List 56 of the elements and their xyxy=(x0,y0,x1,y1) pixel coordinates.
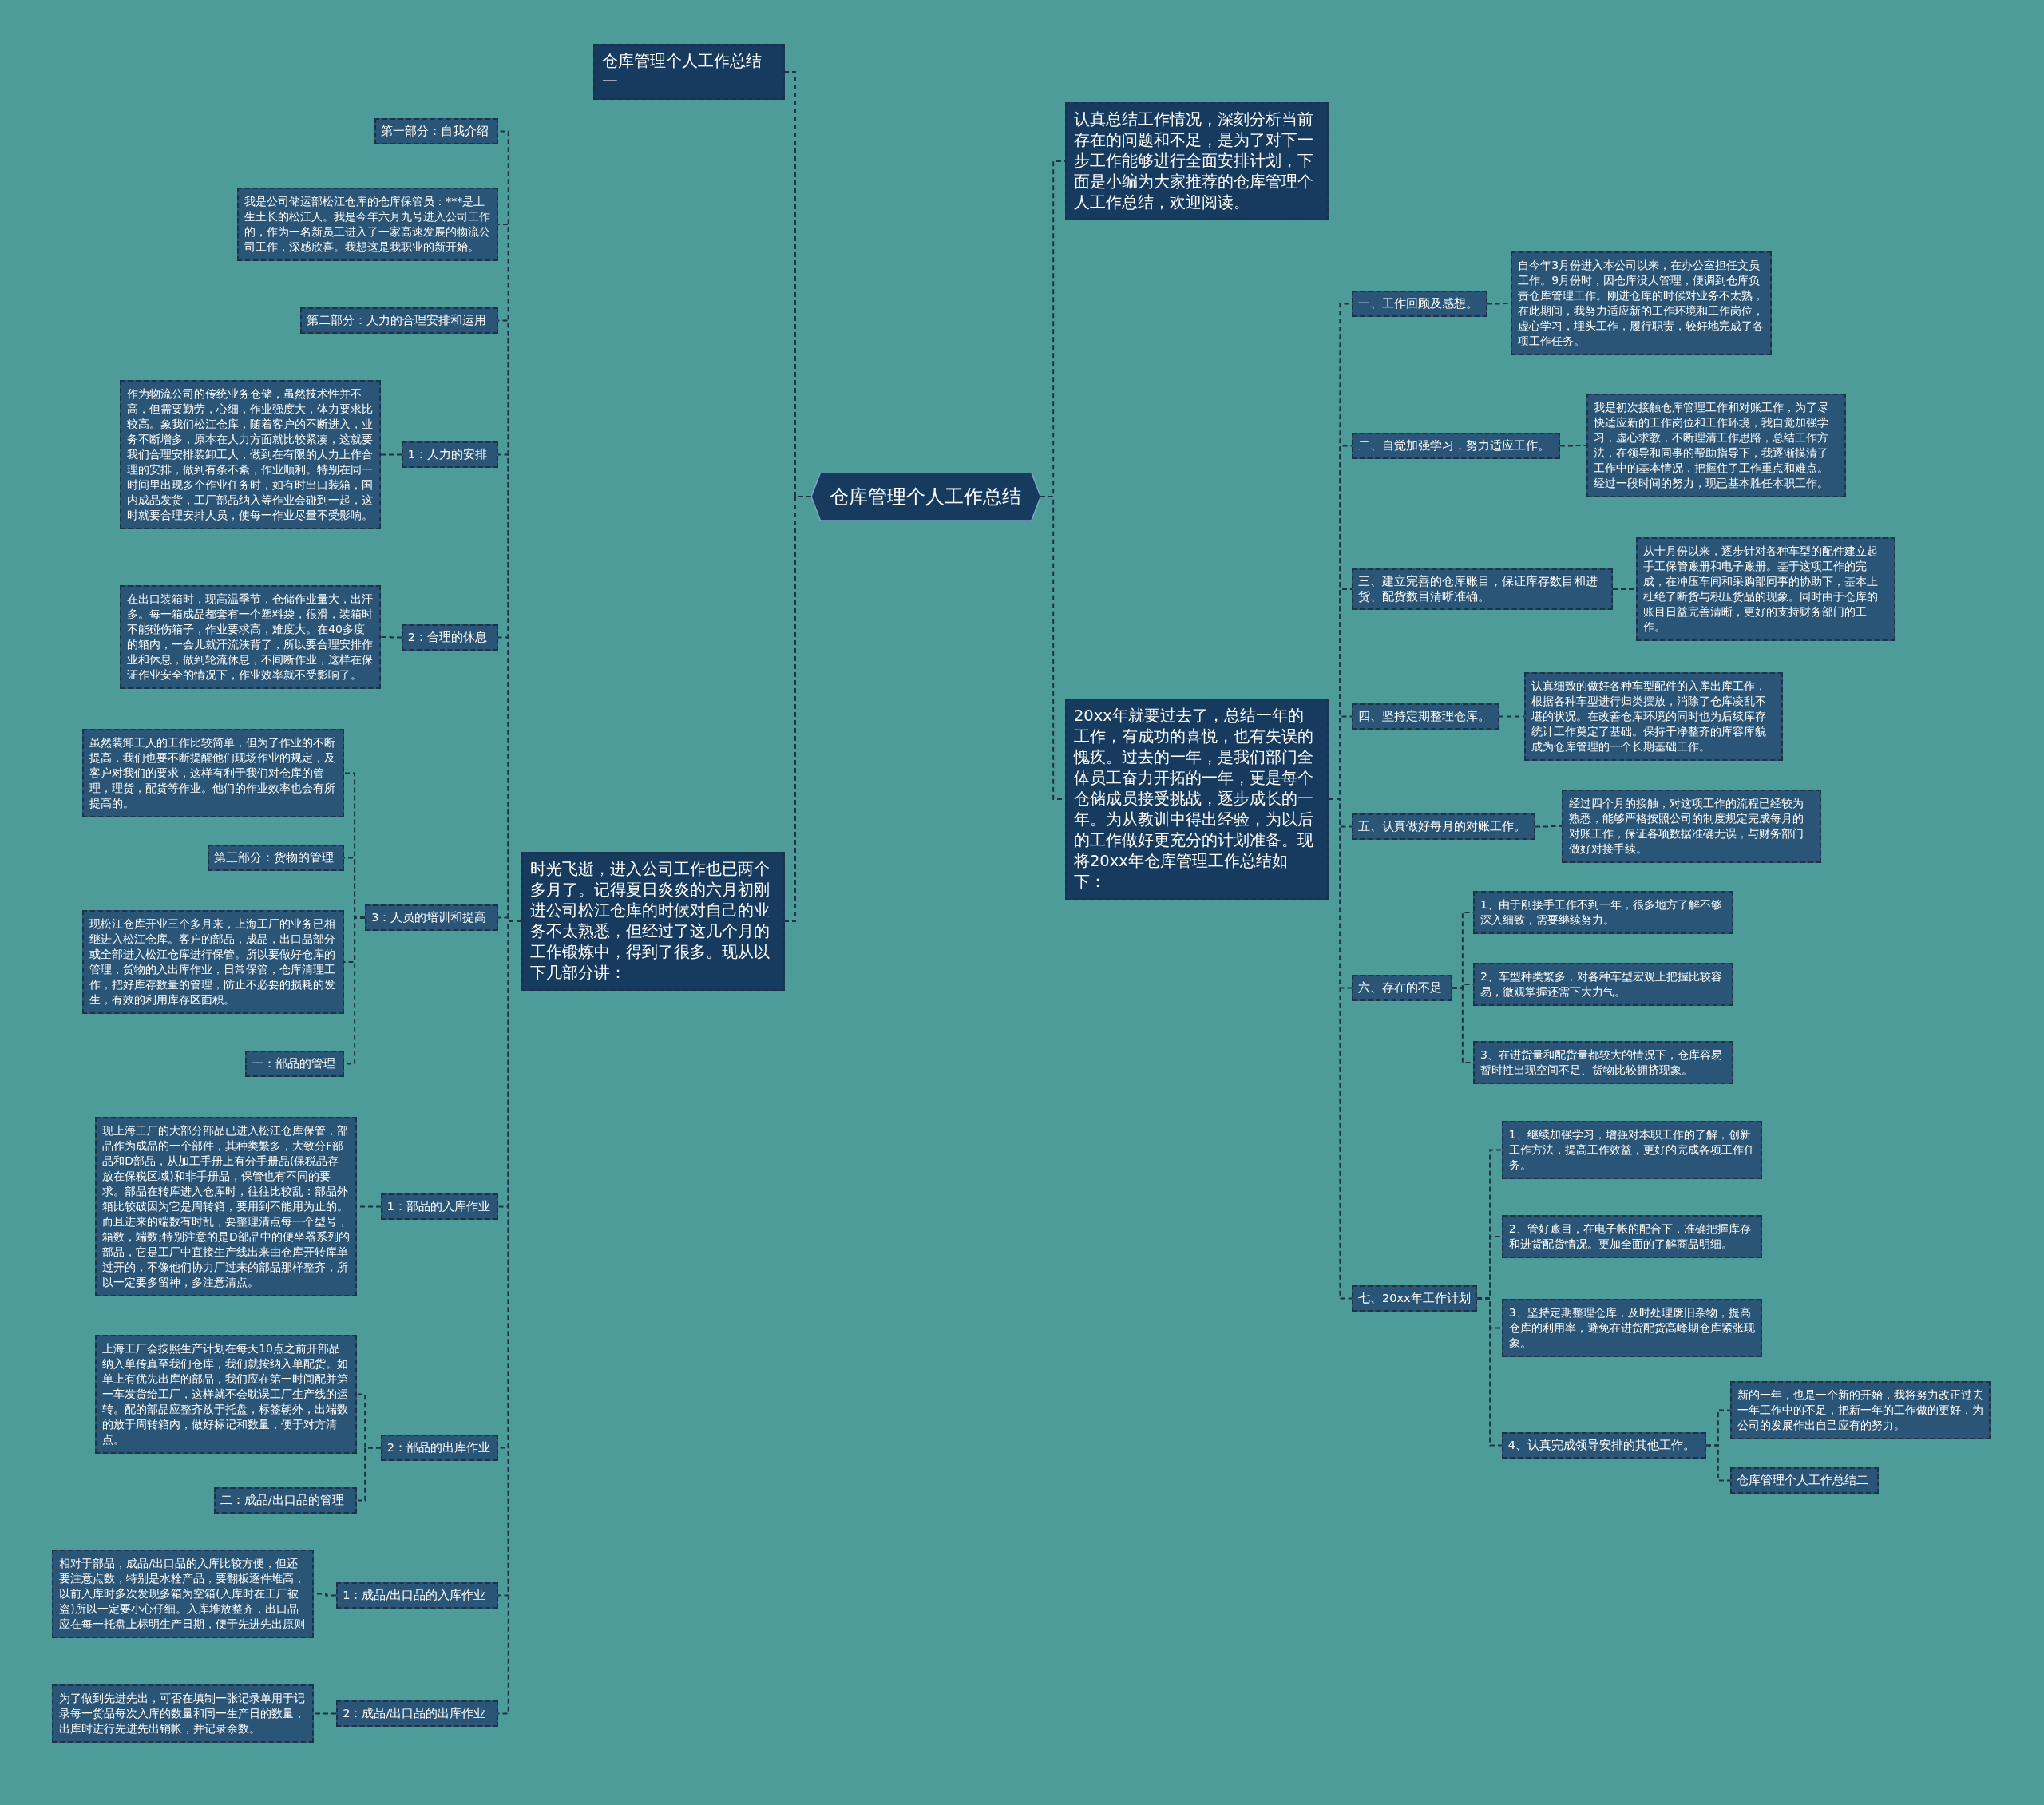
note-box: 为了做到先进先出，可否在填制一张记录单用于记录每一货品每次入库的数量和同一生产日的数量，出库时进行先进先出销帐，并记录余数。 xyxy=(52,1684,315,1744)
note-box: 现上海工厂的大部分部品已进入松江仓库保管，部品作为成品的一个部件，其种类繁多，大致分F部品和D部品，从加工手册上有分手册品(保税品存放在保税区域)和非手册品，保管也有不同的要求。部品在转库进入仓库时，往往比较乱：部品外箱比较破因为它是周转箱，要用到不能用为止的。而且进来的端数有时乱，要整理清点每一个型号，箱数，端数;特别注意的是D部品中的便坐器系列的部品，它是工厂中直接生产线出来由仓库开转库单过开的，不像他们协力厂过来的部品那样整齐，所以一定要多留神，多注意清点。 xyxy=(95,1117,358,1297)
subtopic-box: 四、坚持定期整理仓库。 xyxy=(1352,703,1499,730)
note-box: 现松江仓库开业三个多月来，上海工厂的业务已相继进入松江仓库。客户的部品，成品，出口品部分或全部进入松江仓库进行保管。所以要做好仓库的管理，货物的入出库作业，日常保管，仓库清理工作，把好库存数量的管理，防止不必要的损耗的发生，有效的利用库存区面积。 xyxy=(81,909,344,1014)
subtopic-box: 1：成品/出口品的入库作业 xyxy=(336,1581,498,1609)
note-box: 相对于部品，成品/出口品的入库比较方便，但还要注意点数，特别是水栓产品，要翻板逐件堆高，以前入库时多次发现多箱为空箱(入库时在工厂被盗)所以一定要小心仔细。入库堆放整齐，出口品应在每一托盘上标明生产日期，便于先进先出原则 xyxy=(52,1550,315,1639)
connector-line xyxy=(380,453,402,456)
note-box: 我是初次接触仓库管理工作和对账工作，为了尽快适应新的工作岗位和工作环境，我自觉加强学习，虚心求教，不断理清工作思路，总结工作方法，在领导和同事的帮助指导下，我逐渐摸清了工作中的基本情况，把握住了工作重点和难点。经过一段时间的努力，现已基本胜任本职工作。 xyxy=(1586,394,1846,498)
subtopic-box: 第一部分：自我介绍 xyxy=(374,118,498,145)
note-box: 认真细致的做好各种车型配件的入库出库工作，根据各种车型进行归类摆放，消除了仓库凌乱不堪的状况。在改善仓库环境的同时也为后续库存统计工作奠定了基础。保持干净整齐的库容库貌成为仓库管理的一个长期基础工作。 xyxy=(1523,672,1784,762)
subtopic-box: 二：成品/出口品的管理 xyxy=(213,1486,358,1514)
note-box: 新的一年，也是一个新的开始，我将努力改正过去一年工作中的不足，把新一年的工作做的更好，为公司的发展作出自己应有的努力。 xyxy=(1729,1381,1991,1439)
topic-box: 仓库管理个人工作总结一 xyxy=(592,43,785,100)
connector-line xyxy=(1559,445,1587,447)
note-box: 我是公司储运部松江仓库的仓库保管员：***是土生土长的松江人。我是今年六月九号进入公司工作的，作为一名新员工进入了一家高速发展的物流公司工作，深感欣喜。我想这是我职业的新开始。 xyxy=(237,187,498,261)
topic-box: 时光飞逝，进入公司工作也已两个多月了。记得夏日炎炎的六月初刚进公司松江仓库的时候对自己的业务不太熟悉，但经过了这几个月的工作锻炼中，得到了很多。现从以下几部分讲： xyxy=(521,852,785,992)
connector-line xyxy=(380,636,402,639)
central-topic-hexagon: 仓库管理个人工作总结 xyxy=(810,473,1040,521)
subtopic-box: 3：人员的培训和提高 xyxy=(365,904,498,931)
subtopic-box: 一：部品的管理 xyxy=(244,1050,344,1077)
connector-line xyxy=(1498,715,1525,718)
subtopic-box: 仓库管理个人工作总结二 xyxy=(1729,1467,1879,1494)
subtopic-box: 2：成品/出口品的出库作业 xyxy=(336,1700,498,1728)
connector-line xyxy=(1535,825,1563,828)
note-box: 作为物流公司的传统业务仓储，虽然技术性并不高，但需要勤劳，心细，作业强度大，体力要求比较高。象我们松江仓库，随着客户的不断进入，业务不断增多，原本在人力方面就比较紧凑，这就要我们合理安排装卸工人，做到在有限的人力上作合理的安排，做到有条不紊，作业顺利。特别在同一时间里出现多个作业任务时，如有时出口装箱，国内成品发货，工厂部品纳入等作业会碰到一起，这时就要合理安排人员，使每一作业尽量不受影响。 xyxy=(120,380,381,530)
subtopic-box: 2：部品的出库作业 xyxy=(380,1435,498,1462)
topic-box: 认真总结工作情况，深刻分析当前存在的问题和不足，是为了对下一步工作能够进行全面安排计划，下面是小编为大家推荐的仓库管理个人工作总结，欢迎阅读。 xyxy=(1064,102,1329,221)
subtopic-box: 第三部分：货物的管理 xyxy=(207,844,344,871)
connector-line xyxy=(1705,1444,1731,1482)
note-box: 1、继续加强学习，增强对本职工作的了解，创新工作方法，提高工作效益，更好的完成各项工作任务。 xyxy=(1501,1120,1763,1179)
note-box: 经过四个月的接触，对这项工作的流程已经较为熟悉，能够严格按照公司的制度规定完成每月的对账工作，保证各项数据准确无误，与财务部门做好对接手续。 xyxy=(1561,790,1821,864)
note-box: 从十月份以来，逐步针对各种车型的配件建立起手工保管账册和电子账册。基于这项工作的完成，在冲压车间和采购部同事的协助下，基本上杜绝了断货与积压货品的现象。同时由于仓库的账目日益完善清晰，更好的支持财务部门的工作。 xyxy=(1635,536,1895,641)
note-box: 虽然装卸工人的工作比较简单，但为了作业的不断提高，我们也要不断提醒他们现场作业的规定，及客户对我们的要求，这样有利于我们对仓库的管理，理货，配货等作业。他们的作业效率也会有所提高的。 xyxy=(81,728,344,817)
subtopic-box: 1：人力的安排 xyxy=(401,441,498,469)
subtopic-box: 七、20xx年工作计划 xyxy=(1352,1284,1477,1312)
subtopic-box: 4、认真完成领导安排的其他工作。 xyxy=(1501,1432,1707,1459)
subtopic-box: 第二部分：人力的合理安排和运用 xyxy=(299,307,498,334)
subtopic-box: 五、认真做好每月的对账工作。 xyxy=(1352,813,1536,840)
subtopic-box: 2：合理的休息 xyxy=(401,623,498,651)
note-box: 1、由于刚接手工作不到一年，很多地方了解不够深入细致，需要继续努力。 xyxy=(1472,890,1734,934)
subtopic-box: 二、自觉加强学习，努力适应工作。 xyxy=(1352,432,1561,459)
note-box: 3、在进货量和配货量都较大的情况下，仓库容易暂时性出现空间不足、货物比较拥挤现象。 xyxy=(1472,1040,1734,1084)
subtopic-box: 六、存在的不足 xyxy=(1352,975,1452,1002)
note-box: 自今年3月份进入本公司以来，在办公室担任文员工作。9月份时，因仓库没人管理，便调到仓库负责仓库管理工作。刚进仓库的时候对业务不太熟，在此期间，我努力适应新的工作环境和工作岗位，虚心学习，埋头工作，履行职责，较好地完成了各项工作任务。 xyxy=(1511,251,1772,356)
note-box: 3、坚持定期整理仓库，及时处理废旧杂物，提高仓库的利用率，避免在进货配货高峰期仓库紧张现象。 xyxy=(1501,1299,1763,1358)
subtopic-box: 三、建立完善的仓库账目，保证库存数目和进货、配货数目清晰准确。 xyxy=(1352,568,1613,610)
note-box: 2、管好账目，在电子帐的配合下，准确把握库存和进货配货情况。更加全面的了解商品明细。 xyxy=(1501,1215,1763,1259)
connector-line xyxy=(1476,1297,1503,1447)
connector-line xyxy=(357,1447,382,1502)
connector-line xyxy=(313,1712,337,1715)
note-box: 上海工厂会按照生产计划在每天10点之前开部品纳入单传真至我们仓库，我们就按纳入单配货。如单上有优先出库的部品，我们应在第一时间配并第一车发货给工厂，这样就不会耽误工厂生产线的运转。配的部品应整齐放于托盘，标签朝外，出端数的放于周转箱内，做好标记和数量，便于对方清点。 xyxy=(95,1335,358,1455)
subtopic-box: 1：部品的入库作业 xyxy=(380,1193,498,1221)
note-box: 在出口装箱时，现高温季节，仓储作业量大，出汗多。每一箱成品都套有一个塑料袋，很滑，装箱时不能碰伤箱子，作业要求高，难度大。在40多度的箱内，一会儿就汗流浃背了，所以要合理安排作业和休息，做到轮流休息，不间断作业，这样在保证作业安全的情况下，作业效率就不受影响了。 xyxy=(120,585,381,690)
note-box: 2、车型种类繁多，对各种车型宏观上把握比较容易，微观掌握还需下大力气。 xyxy=(1472,962,1734,1006)
subtopic-box: 一、工作回顾及感想。 xyxy=(1352,290,1487,317)
topic-box: 20xx年就要过去了，总结一年的工作，有成功的喜悦，也有失误的愧疚。过去的一年，是我们部门全体员工奋力开拓的一年，更是每个仓储成员接受挑战，逐步成长的一年。为从教训中得出经验，为以后的工作做好更充分的计划准备。现将20xx年仓库管理工作总结如下： xyxy=(1064,698,1329,900)
